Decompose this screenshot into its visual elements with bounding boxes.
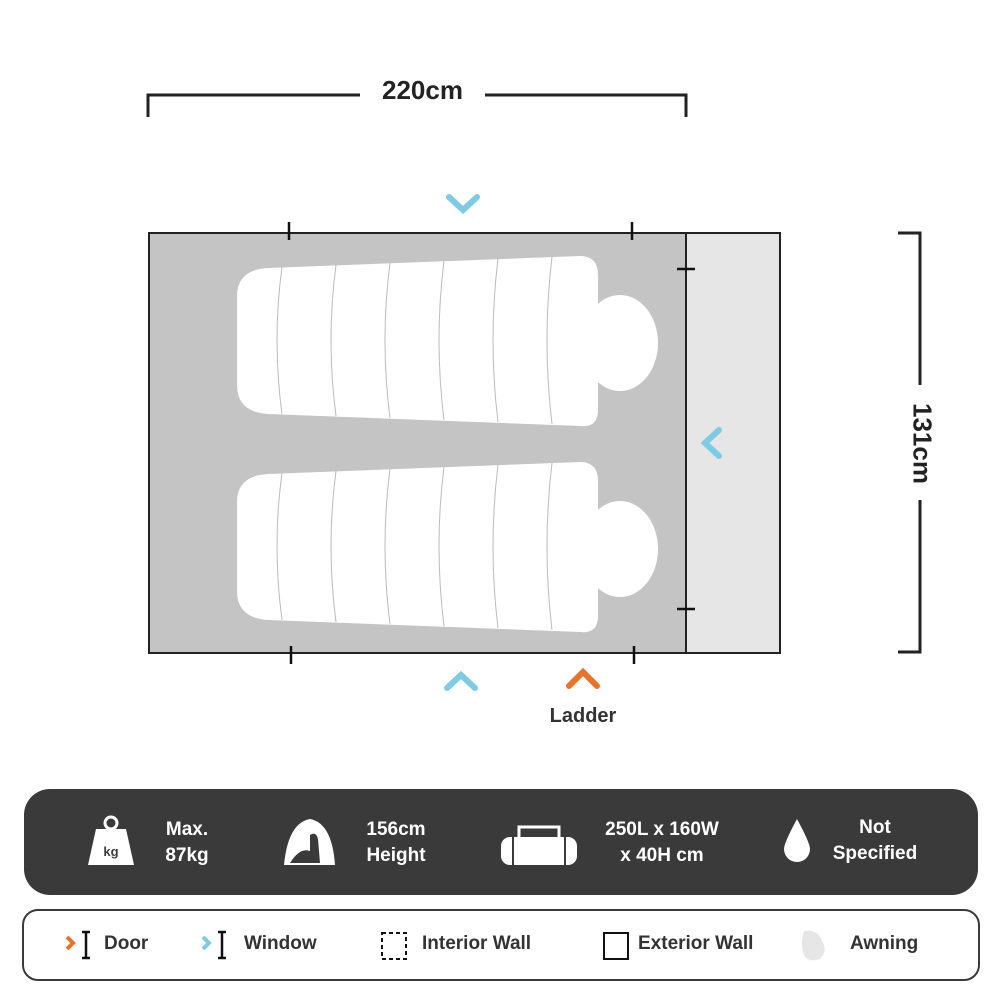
- ladder-label: Ladder: [549, 705, 617, 727]
- depth-label: 131cm: [907, 403, 938, 484]
- legend-awning-label: Awning: [850, 933, 919, 954]
- legend-door-label: Door: [104, 933, 149, 954]
- window-right-chevron-icon: [700, 427, 722, 459]
- weight-icon: kg: [88, 815, 134, 865]
- tent-height-icon: [284, 819, 335, 865]
- awning-area: [685, 232, 781, 654]
- svg-text:kg: kg: [103, 844, 118, 859]
- legend: Door Window Interior Wall Exterior Wall …: [22, 909, 980, 981]
- sleeping-bag: [237, 256, 658, 427]
- awning-icon: [802, 930, 825, 961]
- legend-window-label: Window: [244, 933, 317, 954]
- water-drop-icon: [784, 819, 810, 862]
- door-icon: [65, 930, 90, 960]
- legend-exterior-wall-label: Exterior Wall: [638, 933, 754, 954]
- width-dimension-line: [146, 93, 688, 117]
- floor-plan: [146, 93, 922, 691]
- window-markers: [287, 222, 695, 664]
- depth-dimension-line: [898, 231, 922, 654]
- sleeping-bag: [237, 462, 658, 633]
- width-label: 220cm: [382, 75, 463, 105]
- bag-icon: [501, 825, 577, 865]
- window-top-chevron-icon: [446, 194, 480, 215]
- interior-wall-icon: [381, 932, 407, 960]
- window-icon: [201, 930, 226, 960]
- legend-interior-wall-label: Interior Wall: [422, 933, 532, 954]
- exterior-wall-icon: [603, 932, 629, 960]
- door-chevron-icon: [566, 667, 600, 689]
- window-bottom-chevron-icon: [444, 670, 478, 691]
- max-weight-stat: Max.87kg: [165, 819, 209, 866]
